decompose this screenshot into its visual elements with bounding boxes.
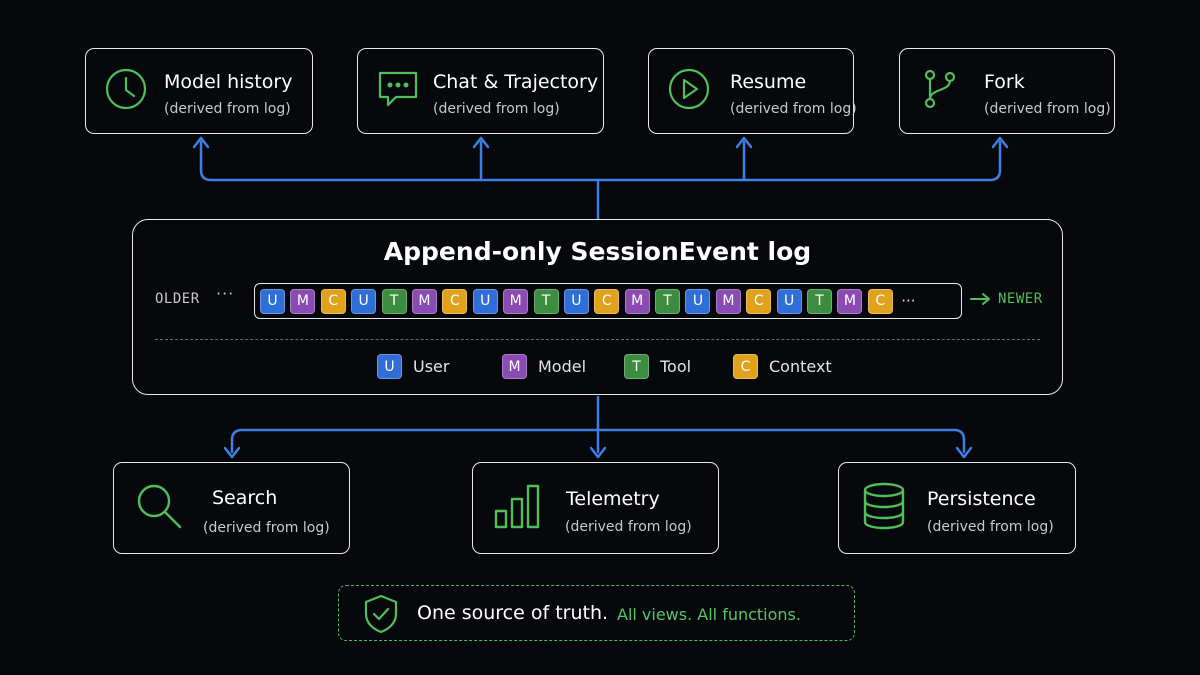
legend-chip-model: M xyxy=(502,354,527,379)
database-icon xyxy=(859,481,909,531)
connector-lower-bus xyxy=(230,428,966,442)
view-model-history: Model history (derived from log) xyxy=(85,48,313,134)
event-chip-tool: T xyxy=(381,288,407,314)
event-chip-model: M xyxy=(290,288,316,314)
event-chip-tool: T xyxy=(533,288,559,314)
legend-label-context: Context xyxy=(769,357,832,376)
newer-label: NEWER xyxy=(998,291,1043,307)
chat-trajectory-title: Chat & Trajectory xyxy=(433,71,599,93)
legend-user: U User xyxy=(377,354,449,379)
event-chip-tool: T xyxy=(807,288,833,314)
legend-label-model: Model xyxy=(538,357,587,376)
connector-upper-bus xyxy=(199,168,1002,182)
persistence-subtitle: (derived from log) xyxy=(927,519,1054,535)
event-chip-context: C xyxy=(442,288,468,314)
arrowhead-resume xyxy=(735,136,753,149)
fork-subtitle: (derived from log) xyxy=(984,101,1111,117)
arrowhead-search xyxy=(223,446,241,459)
truth-accent-text: All views. All functions. xyxy=(617,605,801,624)
event-chip-model: M xyxy=(503,288,529,314)
session-event-log: Append-only SessionEvent log OLDER ··· U… xyxy=(132,219,1063,395)
event-chip-user: U xyxy=(685,288,711,314)
model-history-subtitle: (derived from log) xyxy=(164,101,291,117)
event-chip-user: U xyxy=(472,288,498,314)
event-chip-tool: T xyxy=(655,288,681,314)
legend-chip-user: U xyxy=(377,354,402,379)
event-chip-context: C xyxy=(867,288,893,314)
fork-title: Fork xyxy=(984,71,1025,93)
log-divider xyxy=(155,339,1040,340)
legend-model: M Model xyxy=(502,354,586,379)
event-chip-model: M xyxy=(624,288,650,314)
newer-ellipsis: ··· xyxy=(901,292,916,310)
telemetry-title: Telemetry xyxy=(566,488,660,510)
legend-tool: T Tool xyxy=(624,354,691,379)
persistence-title: Persistence xyxy=(927,488,1036,510)
event-chip-user: U xyxy=(351,288,377,314)
older-label: OLDER xyxy=(155,291,200,307)
event-chip-context: C xyxy=(594,288,620,314)
view-telemetry: Telemetry (derived from log) xyxy=(472,462,719,554)
newer-arrow-icon xyxy=(970,293,990,305)
event-chip-user: U xyxy=(563,288,589,314)
event-chip-context: C xyxy=(320,288,346,314)
model-history-title: Model history xyxy=(164,71,293,93)
log-title: Append-only SessionEvent log xyxy=(383,237,812,266)
event-chip-user: U xyxy=(260,288,285,314)
arrowhead-fork xyxy=(991,136,1009,149)
event-chip-model: M xyxy=(715,288,741,314)
resume-title: Resume xyxy=(730,71,807,93)
branch-icon xyxy=(918,67,962,111)
arrowhead-chat xyxy=(472,136,490,149)
search-subtitle: (derived from log) xyxy=(203,520,330,536)
resume-subtitle: (derived from log) xyxy=(730,101,857,117)
event-chip-user: U xyxy=(776,288,802,314)
legend-label-user: User xyxy=(413,357,450,376)
bar-chart-icon xyxy=(493,481,543,531)
truth-main-text: One source of truth. xyxy=(417,602,609,624)
search-icon xyxy=(134,481,184,531)
legend-label-tool: Tool xyxy=(660,357,692,376)
view-chat-trajectory: Chat & Trajectory (derived from log) xyxy=(357,48,604,134)
shield-check-icon xyxy=(363,594,399,638)
event-chip-context: C xyxy=(746,288,772,314)
older-ellipsis: ··· xyxy=(216,284,235,303)
arrowhead-telemetry xyxy=(589,446,607,459)
view-fork: Fork (derived from log) xyxy=(899,48,1115,134)
telemetry-subtitle: (derived from log) xyxy=(565,519,692,535)
view-resume: Resume (derived from log) xyxy=(648,48,857,134)
event-chip-model: M xyxy=(411,288,437,314)
event-chip-model: M xyxy=(837,288,863,314)
play-icon xyxy=(667,67,711,111)
search-title: Search xyxy=(212,487,278,509)
view-search: Search (derived from log) xyxy=(113,462,350,554)
legend-chip-tool: T xyxy=(624,354,649,379)
chat-bubble-icon xyxy=(376,67,420,111)
chat-trajectory-subtitle: (derived from log) xyxy=(433,101,560,117)
view-persistence: Persistence (derived from log) xyxy=(838,462,1076,554)
arrowhead-persistence xyxy=(955,446,973,459)
single-source-of-truth-banner: One source of truth. All views. All func… xyxy=(338,585,855,641)
clock-icon xyxy=(104,67,148,111)
legend-chip-context: C xyxy=(733,354,758,379)
arrowhead-model-history xyxy=(192,136,210,149)
legend-context: C Context xyxy=(733,354,832,379)
